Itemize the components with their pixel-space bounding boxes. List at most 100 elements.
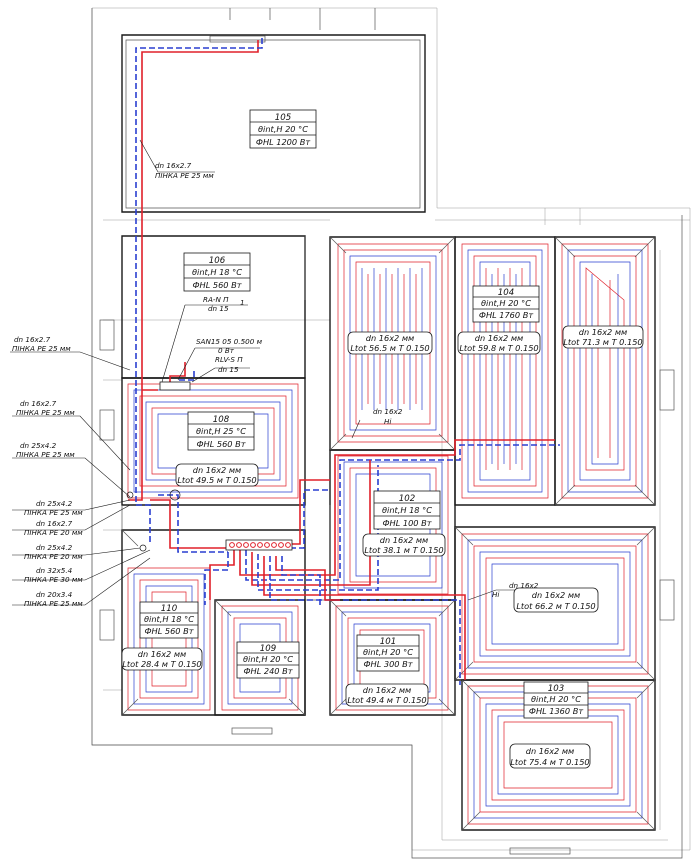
room-number: 106 (209, 256, 226, 266)
room-110-box: 110 θint,H 18 °C ФHL 560 Вт (139, 601, 199, 639)
openings (99, 35, 675, 855)
room-heat: ФHL 100 Вт (383, 518, 432, 528)
loop-pipe: dn 16x2 мм (579, 327, 627, 337)
manifold (126, 381, 293, 552)
callout-insul: ПІНКА PE 25 мм (24, 508, 83, 517)
callout-insul: ПІНКА PE 25 мм (16, 408, 75, 417)
room-temp: θint,H 25 °C (196, 426, 246, 436)
room-104-box: 104 θint,H 20 °C ФHL 1760 Вт (472, 285, 540, 323)
room-temp: θint,H 20 °C (531, 694, 581, 704)
callout-insul: ПІНКА PE 20 мм (24, 552, 83, 561)
room-number: 104 (498, 288, 514, 298)
hi1-pipe-label: dn 16x2 (373, 407, 403, 416)
san-label: SAN15 05 0.500 м (196, 337, 263, 346)
hi1-label: Hi (384, 417, 391, 426)
loop-length: Ltot 71.3 м T 0.150 (563, 337, 642, 347)
loop-pipe: dn 16x2 мм (363, 685, 411, 695)
loop-label-104a: dn 16x2 мм Ltot 56.5 м T 0.150 (347, 331, 433, 355)
rlv-dn-label: dn 15 (218, 365, 239, 374)
room-heat: ФHL 1360 Вт (529, 706, 583, 716)
san-bar-label: 0 Вт (218, 346, 235, 355)
loop-label-103b: dn 16x2 мм Ltot 75.4 м T 0.150 (509, 743, 591, 769)
loop-pipe: dn 16x2 мм (138, 649, 186, 659)
rav-dn-label: dn 15 (208, 304, 229, 313)
loop-pipe: dn 16x2 мм (526, 746, 574, 756)
room-temp: θint,H 20 °C (481, 298, 531, 308)
room-temp: θint,H 18 °C (192, 267, 242, 277)
loop-length: Ltot 59.8 м T 0.150 (459, 343, 538, 353)
callout-insul: ПІНКА PE 20 мм (24, 528, 83, 537)
room-heat: ФHL 560 Вт (145, 626, 194, 636)
room-105-box: 105 θint,H 20 °C ФHL 1200 Вт (249, 109, 317, 149)
rav-num-label: 1 (240, 298, 245, 307)
loop-length: Ltot 28.4 м T 0.150 (122, 659, 201, 669)
room-temp: θint,H 18 °C (144, 614, 194, 624)
room-109-box: 109 θint,H 20 °C ФHL 240 Вт (236, 641, 300, 679)
room-number: 110 (161, 604, 178, 614)
callout-pipe: dn 16x2.7 (14, 335, 51, 344)
room-heat: ФHL 300 Вт (364, 659, 413, 669)
room-number: 105 (275, 113, 291, 123)
callout-pipe: dn 16x2.7 (36, 519, 73, 528)
riser-pipe-label: dn 16x2.7 (155, 161, 192, 170)
room-heat: ФHL 560 Вт (193, 280, 242, 290)
room-number: 102 (399, 494, 415, 504)
loop-label-104b: dn 16x2 мм Ltot 59.8 м T 0.150 (457, 331, 541, 355)
room-heat: ФHL 1760 Вт (479, 310, 533, 320)
room-temp: θint,H 20 °C (258, 124, 308, 134)
room-temp: θint,H 18 °C (382, 505, 432, 515)
callout-pipe: dn 25x4.2 (36, 499, 73, 508)
rlv-label: RLV-S П (215, 355, 243, 364)
room-number: 109 (260, 644, 276, 654)
loop-length: Ltot 49.5 м T 0.150 (177, 475, 256, 485)
supply-return-pipes (128, 38, 560, 685)
outline-lines (91, 7, 691, 851)
loop-label-101: dn 16x2 мм Ltot 49.4 м T 0.150 (345, 683, 429, 707)
room-101-box: 101 θint,H 20 °C ФHL 300 Вт (356, 634, 420, 672)
loop-pipe: dn 16x2 мм (380, 535, 428, 545)
room-heat: ФHL 560 Вт (197, 439, 246, 449)
loop-length: Ltot 49.4 м T 0.150 (347, 695, 426, 705)
loop-pipe: dn 16x2 мм (366, 333, 414, 343)
loop-pipe: dn 16x2 мм (532, 590, 580, 600)
room-106-box: 106 θint,H 18 °C ФHL 560 Вт (183, 252, 251, 292)
loop-length: Ltot 66.2 м T 0.150 (516, 601, 595, 611)
room-heat: ФHL 1200 Вт (256, 137, 310, 147)
room-number: 103 (548, 684, 564, 694)
callout-pipe: dn 32x5.4 (36, 566, 73, 575)
room-temp: θint,H 20 °C (243, 654, 293, 664)
hi2-label: Hi (492, 590, 499, 599)
callout-pipe: dn 25x4.2 (36, 543, 73, 552)
leader-lines (10, 139, 540, 606)
loop-pipe: dn 16x2 мм (193, 465, 241, 475)
callout-pipe: dn 25x4.2 (20, 441, 57, 450)
callout-insul: ПІНКА PE 25 мм (12, 344, 71, 353)
loop-label-110: dn 16x2 мм Ltot 28.4 м T 0.150 (121, 647, 203, 671)
loop-label-103a: dn 16x2 мм Ltot 66.2 м T 0.150 (513, 587, 599, 613)
room-103-box: 103 θint,H 20 °C ФHL 1360 Вт (523, 681, 589, 719)
loop-label-108: dn 16x2 мм Ltot 49.5 м T 0.150 (175, 463, 259, 487)
hi2-pipe-label: dn 16x2 (509, 581, 539, 590)
riser-insul-label: ПІНКА PE 25 мм (155, 171, 214, 180)
left-callouts: dn 16x2.7 ПІНКА PE 25 мм dn 16x2.7 ПІНКА… (12, 335, 83, 608)
callout-pipe: dn 16x2.7 (20, 399, 57, 408)
loop-length: Ltot 38.1 м T 0.150 (364, 545, 443, 555)
loop-length: Ltot 75.4 м T 0.150 (510, 757, 589, 767)
room-temp: θint,H 20 °C (363, 647, 413, 657)
room-number: 101 (380, 637, 396, 647)
loop-label-102: dn 16x2 мм Ltot 38.1 м T 0.150 (362, 533, 446, 557)
callout-insul: ПІНКА PE 25 мм (24, 599, 83, 608)
loop-label-104c: dn 16x2 мм Ltot 71.3 м T 0.150 (562, 325, 644, 349)
callout-insul: ПІНКА PE 25 мм (16, 450, 75, 459)
rav-valve-label: RA-N П (203, 295, 229, 304)
room-105-area (125, 39, 421, 209)
loop-pipe: dn 16x2 мм (475, 333, 523, 343)
room-heat: ФHL 240 Вт (244, 666, 293, 676)
room-102-box: 102 θint,H 18 °C ФHL 100 Вт (373, 490, 441, 530)
loop-length: Ltot 56.5 м T 0.150 (350, 343, 429, 353)
callout-pipe: dn 20x3.4 (36, 590, 73, 599)
corner-diagonals (121, 236, 656, 831)
walls (91, 8, 683, 859)
room-number: 108 (213, 415, 230, 425)
